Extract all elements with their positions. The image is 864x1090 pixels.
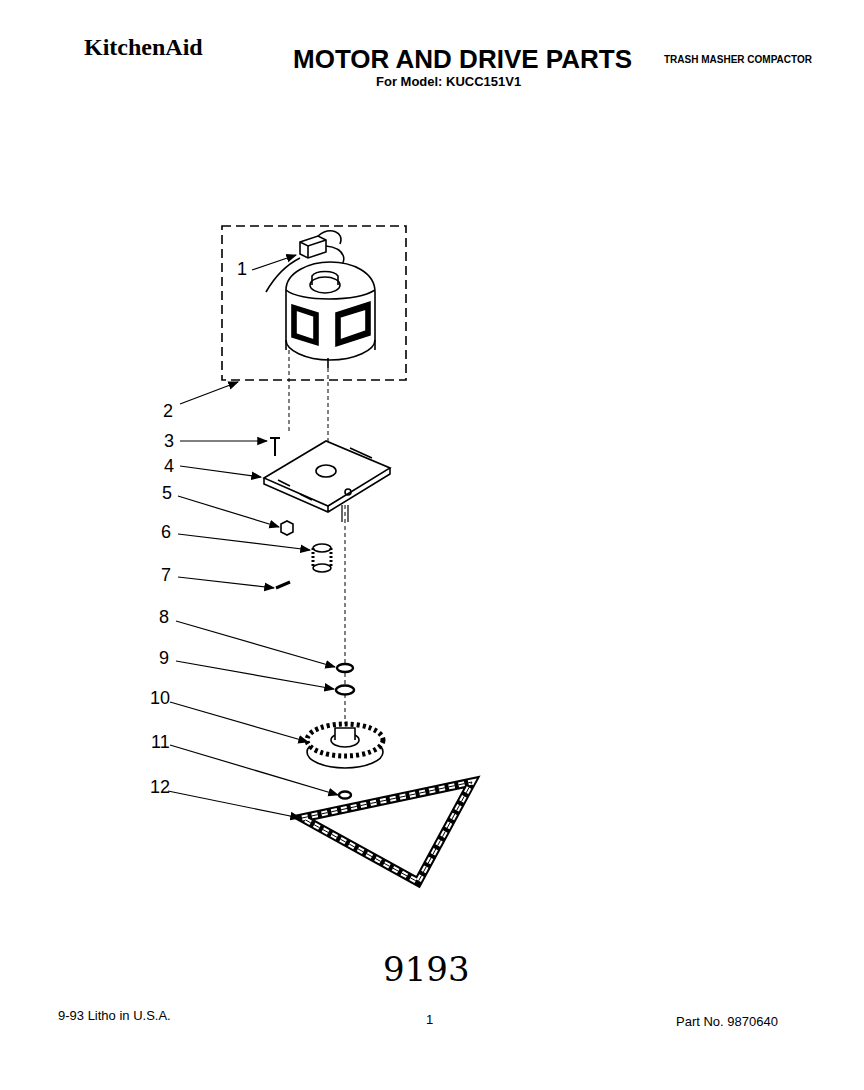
callout-number: 6 (161, 523, 171, 541)
callout-number: 5 (162, 484, 172, 502)
callout-number: 10 (150, 689, 170, 707)
print-date: 9-93 Litho in U.S.A. (58, 1009, 171, 1022)
page-title: MOTOR AND DRIVE PARTS (293, 46, 632, 72)
callout-number: 7 (161, 566, 171, 584)
callout-number: 4 (164, 457, 174, 475)
callout-number: 3 (164, 432, 174, 450)
callout-number: 2 (163, 402, 173, 420)
callout-number: 12 (150, 778, 170, 796)
callout-number: 9 (159, 649, 169, 667)
page-number: 1 (426, 1013, 433, 1026)
callout-number: 1 (237, 260, 247, 278)
brand-name: KitchenAid (84, 35, 203, 59)
callout-number: 8 (159, 608, 169, 626)
model-number: For Model: KUCC151V1 (376, 75, 521, 88)
part-number: Part No. 9870640 (676, 1015, 778, 1028)
callout-number: 11 (151, 733, 170, 751)
handwritten-note: 9193 (383, 952, 470, 986)
product-type: TRASH MASHER COMPACTOR (664, 55, 812, 65)
